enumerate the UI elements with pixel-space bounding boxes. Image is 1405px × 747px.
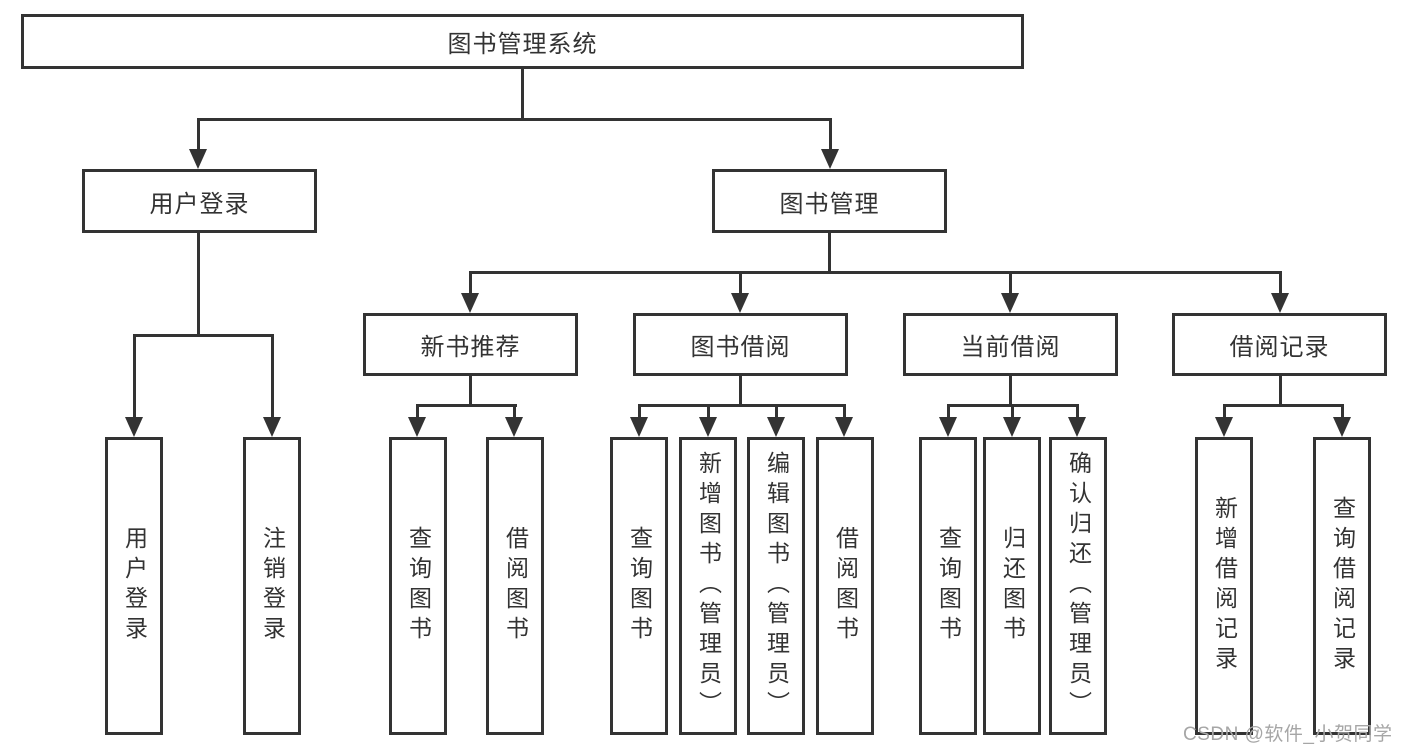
connector-leaf-drop — [775, 404, 778, 419]
leaf-edit-books-admin-label: 编辑图书（管理员） — [763, 451, 790, 721]
connector-user-login-stem — [197, 232, 200, 337]
arrow-down-icon — [939, 417, 957, 437]
arrow-down-icon — [1003, 417, 1021, 437]
connector-leaf-drop — [638, 404, 641, 419]
arrow-down-icon — [731, 293, 749, 313]
arrow-down-icon — [1001, 293, 1019, 313]
node-book-borrow-label: 图书借阅 — [690, 334, 791, 361]
arrow-down-icon — [630, 417, 648, 437]
leaf-add-borrow-record: 新增借阅记录 — [1195, 437, 1253, 735]
leaf-query-books-1-label: 查询图书 — [405, 526, 432, 646]
node-borrow-records: 借阅记录 — [1172, 313, 1387, 376]
connector-leaf-drop — [1076, 404, 1079, 419]
connector-leaf-drop — [947, 404, 950, 419]
node-user-login: 用户登录 — [82, 169, 317, 233]
node-book-mgmt: 图书管理 — [712, 169, 947, 233]
connector-group-drop — [1279, 271, 1282, 295]
node-root-label: 图书管理系统 — [447, 31, 598, 58]
node-book-borrow: 图书借阅 — [633, 313, 848, 376]
arrow-down-icon — [767, 417, 785, 437]
arrow-down-icon — [505, 417, 523, 437]
leaf-add-books-admin-label: 新增图书（管理员） — [695, 451, 722, 721]
leaf-query-borrow-record-label: 查询借阅记录 — [1329, 496, 1356, 676]
connector-level3-bus — [469, 271, 1282, 274]
leaf-query-books-1: 查询图书 — [389, 437, 447, 735]
leaf-confirm-return-admin-label: 确认归还（管理员） — [1065, 451, 1092, 721]
arrow-down-icon — [699, 417, 717, 437]
arrow-down-icon — [461, 293, 479, 313]
connector-leaf-drop — [513, 404, 516, 419]
leaf-query-books-3-label: 查询图书 — [935, 526, 962, 646]
connector-book-mgmt-stem — [828, 232, 831, 274]
node-root: 图书管理系统 — [21, 14, 1024, 69]
connector-book-borrow-bus — [638, 404, 846, 407]
csdn-watermark: CSDN @软件_小贺同学 — [1183, 724, 1393, 745]
connector-leaf-drop — [133, 334, 136, 419]
connector-leaf-drop — [1341, 404, 1344, 419]
leaf-add-books-admin: 新增图书（管理员） — [679, 437, 737, 735]
connector-leaf-drop — [843, 404, 846, 419]
connector-leaf-drop — [416, 404, 419, 419]
arrow-down-icon — [821, 149, 839, 169]
connector-level2-bus — [197, 118, 832, 121]
node-current-borrow-label: 当前借阅 — [960, 334, 1061, 361]
connector-leaf-drop — [707, 404, 710, 419]
arrow-down-icon — [263, 417, 281, 437]
connector-leaf-drop — [271, 334, 274, 419]
leaf-borrow-books-1-label: 借阅图书 — [502, 526, 529, 646]
arrow-down-icon — [1333, 417, 1351, 437]
node-book-mgmt-label: 图书管理 — [779, 190, 880, 218]
leaf-borrow-books-1: 借阅图书 — [486, 437, 544, 735]
connector-leaf-drop — [1223, 404, 1226, 419]
arrow-down-icon — [1271, 293, 1289, 313]
connector-borrow-records-bus — [1223, 404, 1344, 407]
arrow-down-icon — [189, 149, 207, 169]
leaf-query-books-2-label: 查询图书 — [626, 526, 653, 646]
arrow-down-icon — [1068, 417, 1086, 437]
node-user-login-label: 用户登录 — [149, 190, 250, 218]
connector-user-login-drop — [197, 118, 200, 151]
leaf-confirm-return-admin: 确认归还（管理员） — [1049, 437, 1107, 735]
connector-group-drop — [469, 271, 472, 295]
connector-book-borrow-stem — [739, 375, 742, 406]
connector-book-mgmt-drop — [829, 118, 832, 151]
connector-group-drop — [739, 271, 742, 295]
leaf-return-books-label: 归还图书 — [999, 526, 1026, 646]
leaf-edit-books-admin: 编辑图书（管理员） — [747, 437, 805, 735]
leaf-logout: 注销登录 — [243, 437, 301, 735]
connector-root-stem — [521, 68, 524, 120]
connector-new-books-stem — [469, 375, 472, 406]
connector-current-borrow-stem — [1009, 375, 1012, 406]
node-borrow-records-label: 借阅记录 — [1229, 334, 1330, 361]
leaf-user-login: 用户登录 — [105, 437, 163, 735]
node-current-borrow: 当前借阅 — [903, 313, 1118, 376]
leaf-user-login-label: 用户登录 — [121, 526, 148, 646]
connector-group-drop — [1009, 271, 1012, 295]
connector-user-login-bus — [133, 334, 274, 337]
leaf-logout-label: 注销登录 — [259, 526, 286, 646]
connector-borrow-records-stem — [1279, 375, 1282, 406]
leaf-borrow-books-2-label: 借阅图书 — [832, 526, 859, 646]
leaf-query-borrow-record: 查询借阅记录 — [1313, 437, 1371, 735]
leaf-query-books-3: 查询图书 — [919, 437, 977, 735]
node-new-books: 新书推荐 — [363, 313, 578, 376]
arrow-down-icon — [835, 417, 853, 437]
leaf-query-books-2: 查询图书 — [610, 437, 668, 735]
connector-new-books-bus — [416, 404, 517, 407]
node-new-books-label: 新书推荐 — [420, 334, 521, 361]
arrow-down-icon — [408, 417, 426, 437]
leaf-add-borrow-record-label: 新增借阅记录 — [1211, 496, 1238, 676]
leaf-borrow-books-2: 借阅图书 — [816, 437, 874, 735]
leaf-return-books: 归还图书 — [983, 437, 1041, 735]
connector-leaf-drop — [1011, 404, 1014, 419]
arrow-down-icon — [1215, 417, 1233, 437]
arrow-down-icon — [125, 417, 143, 437]
